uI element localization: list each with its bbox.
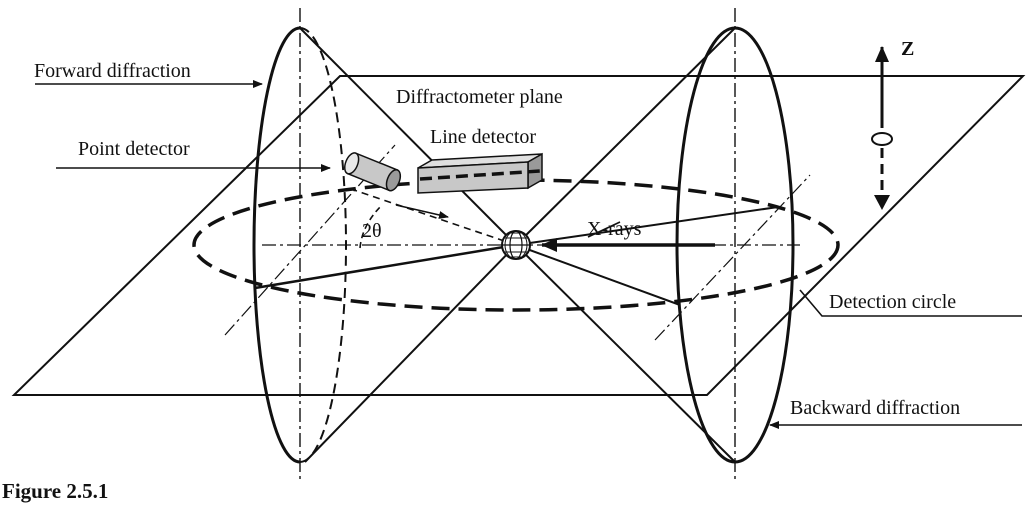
line-detector — [417, 152, 543, 194]
label-forward-diffraction: Forward diffraction — [34, 60, 191, 82]
point-detector — [344, 152, 402, 192]
label-detection-circle: Detection circle — [829, 291, 956, 313]
forward-circle-back — [299, 27, 347, 463]
forward-diffraction-cone — [254, 27, 517, 463]
label-diffractometer-plane: Diffractometer plane — [396, 86, 563, 108]
forward-circle-front — [252, 26, 301, 464]
sample-sphere — [501, 230, 531, 260]
label-backward-diffraction: Backward diffraction — [790, 397, 960, 419]
two-theta-arrow — [395, 204, 449, 219]
label-point-detector: Point detector — [78, 138, 190, 160]
z-axis — [871, 46, 893, 210]
two-theta-arc — [359, 204, 383, 249]
x-rays-pointer — [587, 221, 621, 238]
label-two-theta: 2θ — [362, 220, 382, 242]
label-x-rays: X-rays — [587, 218, 642, 240]
label-z-axis: Z — [901, 38, 914, 60]
detection-circle-pointer — [799, 289, 1022, 317]
figure-caption: Figure 2.5.1 — [2, 479, 108, 503]
diffractometer-plane — [11, 75, 1026, 396]
label-line-detector: Line detector — [430, 126, 536, 148]
